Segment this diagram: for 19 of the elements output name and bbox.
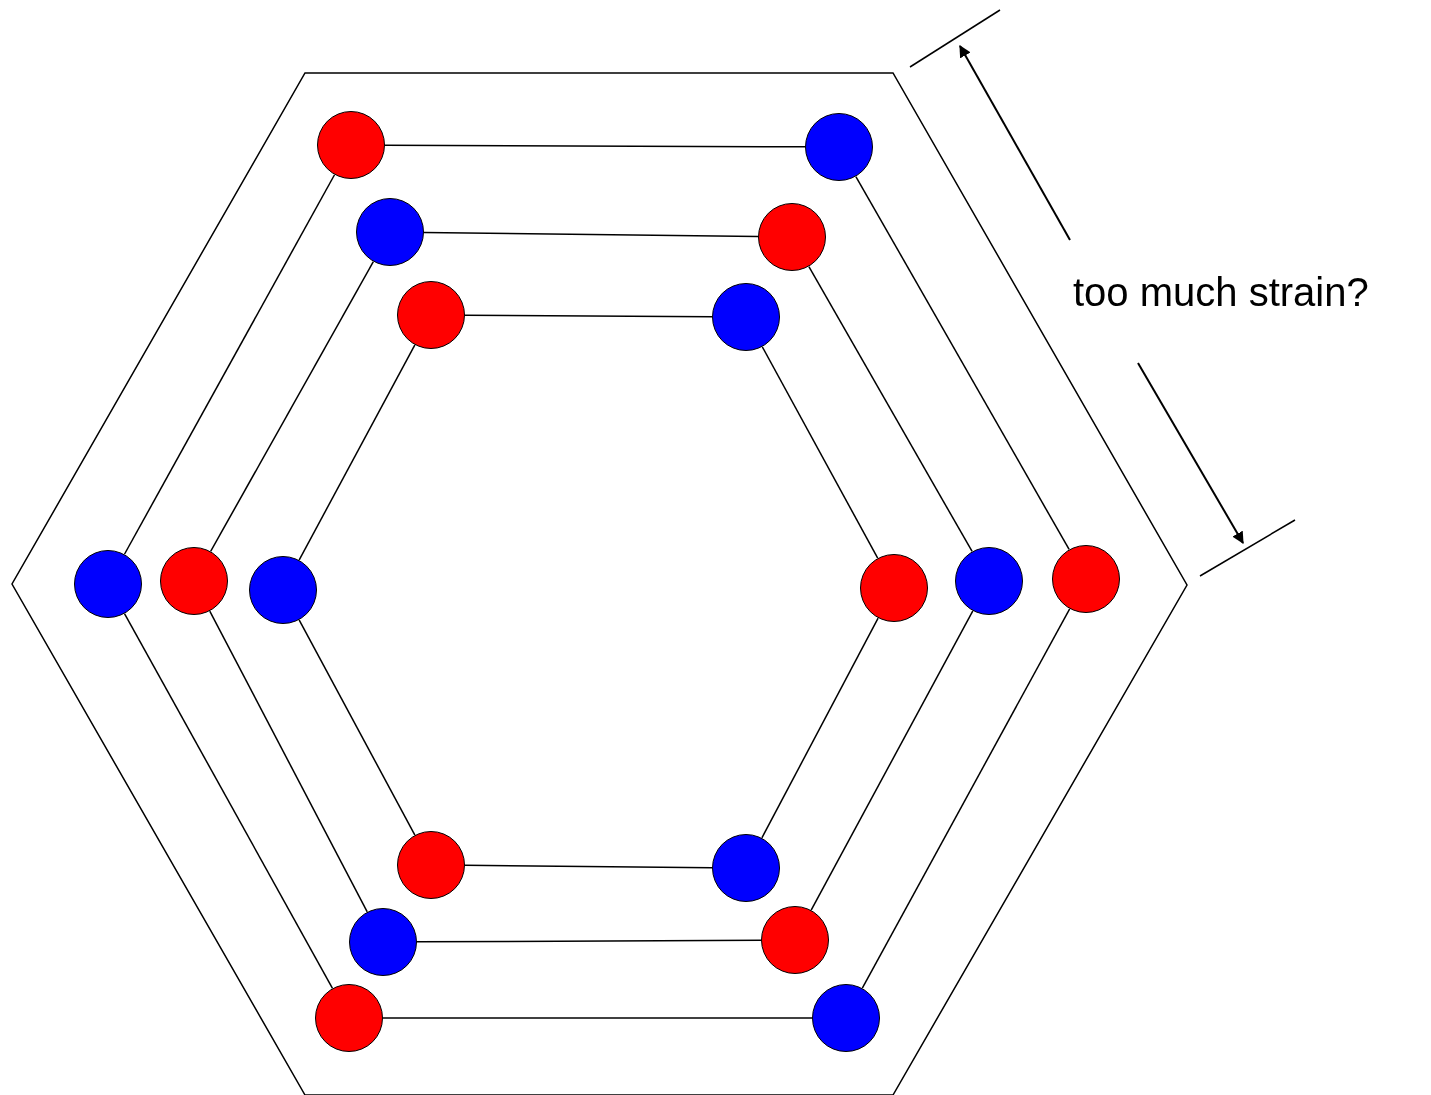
annotation-text: too much strain? bbox=[1073, 270, 1369, 315]
connector-line bbox=[209, 260, 375, 553]
connector-line bbox=[855, 175, 1070, 551]
connector-line bbox=[123, 174, 336, 555]
connector-line bbox=[808, 265, 973, 553]
connector-line bbox=[810, 610, 974, 911]
connector-line bbox=[761, 346, 879, 559]
connector-line bbox=[209, 610, 368, 913]
connector-line bbox=[423, 231, 759, 238]
connector-line bbox=[298, 344, 416, 561]
connector-line bbox=[382, 1017, 813, 1019]
connector-line bbox=[298, 619, 416, 836]
connector-line bbox=[384, 144, 806, 148]
connector-line bbox=[761, 617, 879, 839]
connector-line bbox=[464, 864, 713, 869]
connector-line bbox=[416, 939, 762, 943]
connector-line bbox=[861, 608, 1071, 989]
connector-line bbox=[464, 314, 713, 318]
connector-line bbox=[123, 613, 334, 990]
